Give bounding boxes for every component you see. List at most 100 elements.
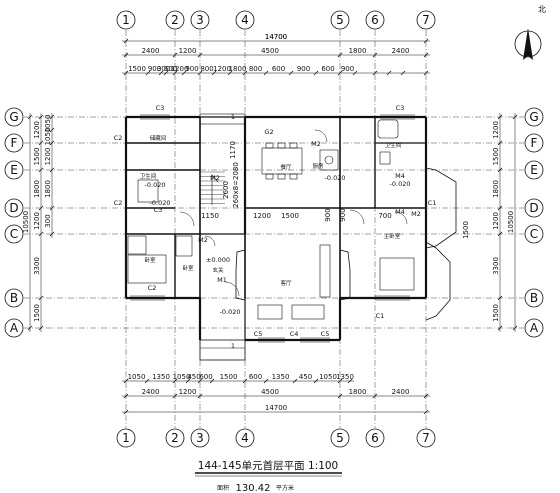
opening-tag: M2 xyxy=(311,140,321,148)
axis-bubble xyxy=(4,288,24,308)
dim-left-1-tick xyxy=(38,140,44,146)
axis-label-y: F xyxy=(11,136,18,150)
dim-bot-1-tick xyxy=(313,378,319,384)
dim-right-total-tick xyxy=(512,325,518,331)
drawing-title: 144-145单元首层平面 1:100 xyxy=(198,459,338,472)
tv-cabinet xyxy=(257,304,283,320)
dim-bot-1-text: 1350 xyxy=(272,373,290,381)
dim-top-2-tick xyxy=(163,70,169,76)
toilet xyxy=(379,151,391,165)
area-label: 面积 xyxy=(217,484,229,492)
opening-tag: M2 xyxy=(411,210,421,218)
dining-chair xyxy=(265,173,274,180)
inner-dimension: 900 xyxy=(324,208,332,221)
room-label: 卫生间 xyxy=(140,172,157,180)
inner-dimension: 260x8=2080 xyxy=(232,162,240,208)
dim-left-total-text: 10500 xyxy=(22,211,30,233)
area-value: 130.42 xyxy=(236,483,271,493)
dim-top-2-tick xyxy=(181,70,187,76)
dim-top-2-tick xyxy=(227,70,233,76)
room-label: 卧室 xyxy=(144,256,156,264)
bathroom-fixtures xyxy=(137,179,159,203)
axis-bubble xyxy=(330,10,350,30)
room-label: 主卧室 xyxy=(384,232,401,240)
dim-top-1-text: 2400 xyxy=(392,47,410,55)
dim-top-1-tick xyxy=(172,52,178,58)
dim-top-2-text: 900 xyxy=(297,65,310,73)
axis-bubble xyxy=(4,198,24,218)
room-label: 餐厅 xyxy=(280,163,292,171)
door-swing xyxy=(349,209,365,225)
dim-top-1-tick xyxy=(372,52,378,58)
dim-right-total-tick xyxy=(512,114,518,120)
axis-label-y: E xyxy=(10,163,18,177)
bay-window xyxy=(425,167,457,249)
dim-top-2-text: 900 xyxy=(185,65,198,73)
room-label: 厨房 xyxy=(312,162,324,170)
furniture-layer xyxy=(127,119,415,320)
dim-top-2-tick xyxy=(372,70,378,76)
dim-left-2-text: 1050 xyxy=(44,128,52,146)
dim-right-1-tick xyxy=(497,231,503,237)
bay-window xyxy=(425,241,451,321)
dim-bot-1-text: 1050 xyxy=(319,373,337,381)
axis-bubble xyxy=(416,428,436,448)
axis-label-y: F xyxy=(531,136,538,150)
dim-top-2-text: 900 xyxy=(341,65,354,73)
door-swing xyxy=(204,235,216,247)
axis-bubble xyxy=(524,224,544,244)
opening-tag: 1 xyxy=(231,113,235,121)
axis-bubble xyxy=(524,133,544,153)
opening-tag: C2 xyxy=(148,284,157,292)
dim-bot-2-text: 2400 xyxy=(142,388,160,396)
dim-bot-1-tick xyxy=(337,378,343,384)
door-swing xyxy=(179,211,195,227)
inner-dimension: 1500 xyxy=(281,212,299,220)
dim-right-1-tick xyxy=(497,325,503,331)
dim-bot-1-tick xyxy=(144,378,150,384)
dim-top-2-text: 600 xyxy=(272,65,285,73)
stair-arrow xyxy=(211,174,219,205)
dim-left-2-tick xyxy=(49,205,55,211)
dim-left-2-tick xyxy=(49,140,55,146)
opening-tag: M2 xyxy=(198,236,208,244)
axis-label-y: D xyxy=(9,201,18,215)
dim-right-1-tick xyxy=(497,167,503,173)
dining-chair xyxy=(289,142,298,149)
bed-master xyxy=(379,257,415,291)
dim-bot-1-tick xyxy=(185,378,191,384)
inner-dimension: 700 xyxy=(378,212,391,220)
kitchen-sink xyxy=(324,155,334,165)
axis-bubble xyxy=(4,160,24,180)
room-label: 客厅 xyxy=(280,279,292,287)
axis-label-y: B xyxy=(530,291,538,305)
bay-window xyxy=(339,249,351,301)
dim-bot-total-tick xyxy=(423,409,429,415)
axis-bubble xyxy=(524,288,544,308)
bay-window xyxy=(235,249,246,301)
axis-label-y: G xyxy=(529,110,538,124)
dim-top-2-tick xyxy=(158,70,164,76)
opening-tag: C1 xyxy=(428,199,437,207)
dim-left-2-text: 1200 xyxy=(44,148,52,166)
opening-tag: C5 xyxy=(254,330,263,338)
opening-tag: C3 xyxy=(154,206,163,214)
opening-tag: C4 xyxy=(290,330,299,338)
dim-top-2-text: 1200 xyxy=(171,65,189,73)
bed-small xyxy=(127,254,167,284)
opening-tag: M2 xyxy=(210,174,220,182)
axis-bubble xyxy=(365,10,385,30)
dim-top-2-text: 600 xyxy=(164,65,177,73)
dim-top-1-text: 4500 xyxy=(261,47,279,55)
opening-tag: M1 xyxy=(217,276,227,284)
wardrobe xyxy=(127,235,147,255)
dim-top-2-tick xyxy=(400,70,406,76)
dim-right-1-text: 1800 xyxy=(492,180,500,198)
dim-bot-total-text: 14700 xyxy=(265,404,287,412)
room-label: 玄关 xyxy=(212,266,224,274)
axis-label-x: 1 xyxy=(122,431,130,445)
dim-top-2-tick xyxy=(313,70,319,76)
axis-label-x: 6 xyxy=(371,13,379,27)
axis-label-y: E xyxy=(530,163,538,177)
dim-top-2-tick xyxy=(386,70,392,76)
